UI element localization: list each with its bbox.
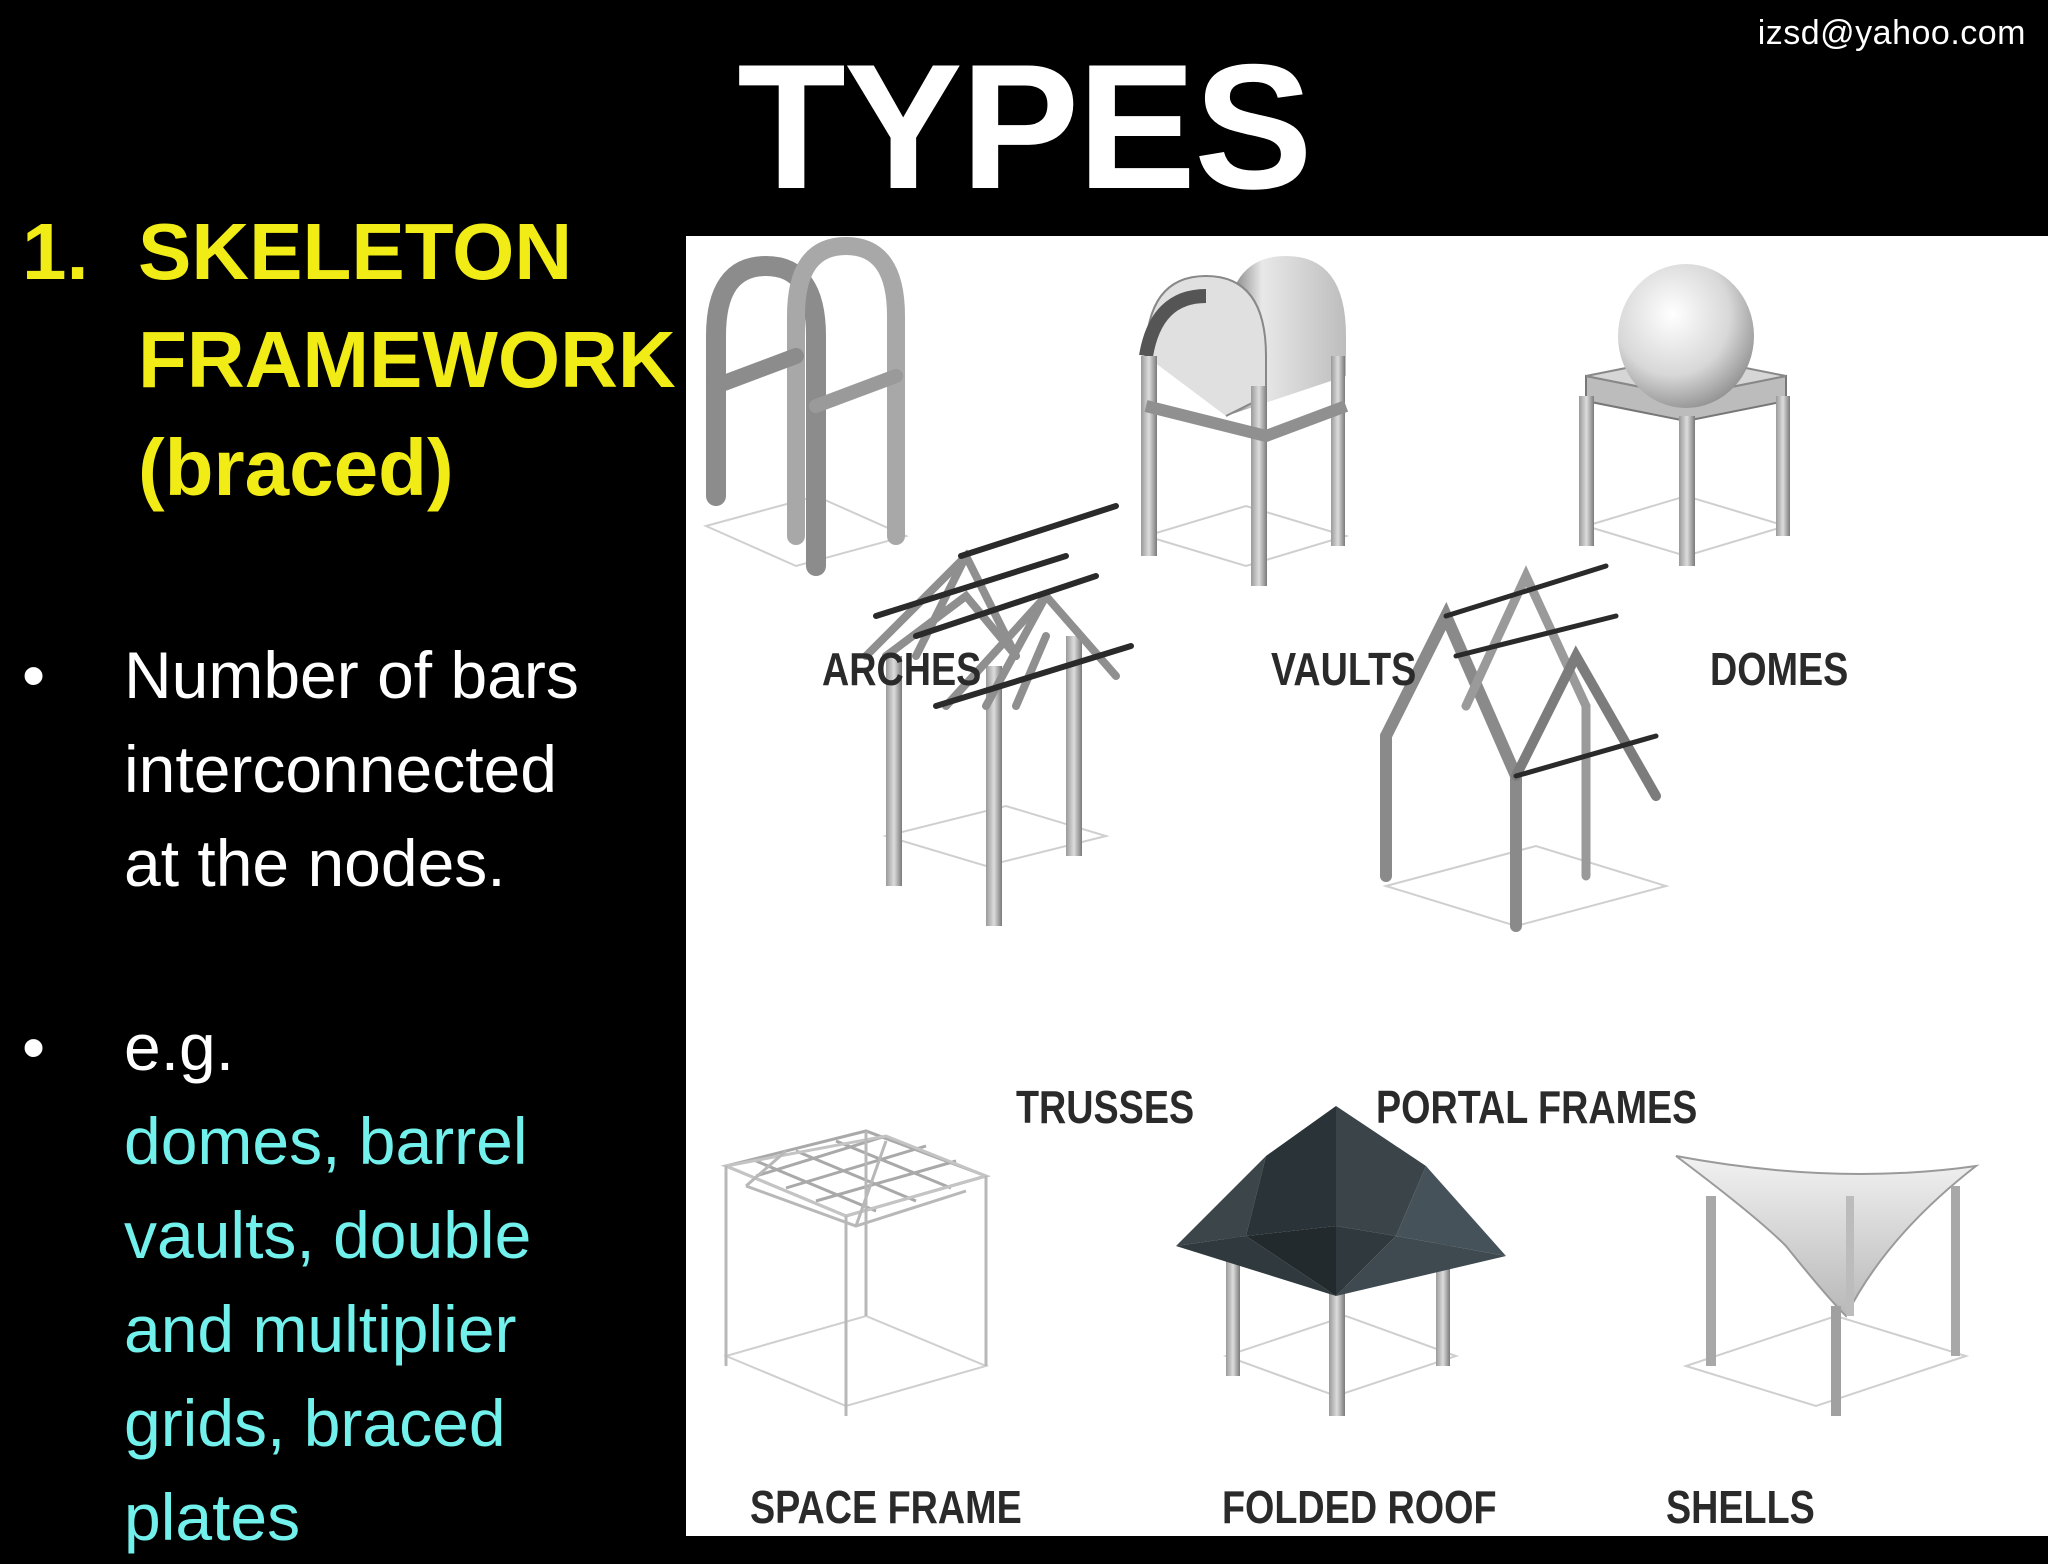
folded-roof-illustration (1176, 1106, 1506, 1416)
bullet-text-line: interconnected (124, 732, 557, 806)
heading-line-3: (braced) (138, 423, 454, 512)
section-heading: 1. SKELETON FRAMEWORK (braced) (22, 198, 676, 522)
label-trusses: TRUSSES (1016, 1081, 1195, 1133)
space-frame-illustration (720, 1129, 991, 1416)
structures-illustration (703, 236, 1980, 1416)
example-line: grids, braced (124, 1386, 506, 1460)
label-arches: ARCHES (822, 643, 982, 695)
trusses-illustration (862, 503, 1134, 926)
bullet-marker: • (22, 638, 46, 712)
portal-frames-illustration (1380, 563, 1670, 932)
label-space-frame: SPACE FRAME (750, 1481, 1022, 1533)
heading-line-1: SKELETON (138, 207, 573, 296)
heading-line-2: FRAMEWORK (138, 315, 676, 404)
bullet-text-line: at the nodes. (124, 826, 506, 900)
arches-illustration (703, 236, 909, 576)
bullet-marker: • (22, 1010, 46, 1084)
label-shells: SHELLS (1666, 1481, 1815, 1533)
bullet-item: • Number of bars interconnected at the n… (22, 628, 682, 910)
example-line: plates (124, 1480, 301, 1554)
label-domes: DOMES (1710, 643, 1849, 695)
bullet-list: • Number of bars interconnected at the n… (22, 628, 682, 1564)
label-folded-roof: FOLDED ROOF (1222, 1481, 1497, 1533)
example-line: vaults, double (124, 1198, 532, 1272)
vaults-illustration (1139, 256, 1350, 586)
slide-title: TYPES (737, 27, 1313, 226)
structure-types-figure: ARCHES VAULTS DOMES TRUSSES PORTAL FRAME… (686, 236, 2048, 1536)
shells-illustration (1675, 1155, 1980, 1416)
bullet-item: • e.g. domes, barrel vaults, double and … (22, 1000, 682, 1564)
example-line: domes, barrel (124, 1104, 528, 1178)
bullet-intro: e.g. (124, 1010, 235, 1084)
email-address: izsd@yahoo.com (1757, 14, 2026, 52)
bullet-text-line: Number of bars (124, 638, 579, 712)
domes-illustration (1579, 264, 1790, 566)
section-number: 1. (22, 207, 89, 296)
example-line: and multiplier (124, 1292, 517, 1366)
label-portal-frames: PORTAL FRAMES (1376, 1081, 1698, 1133)
label-vaults: VAULTS (1271, 643, 1417, 695)
